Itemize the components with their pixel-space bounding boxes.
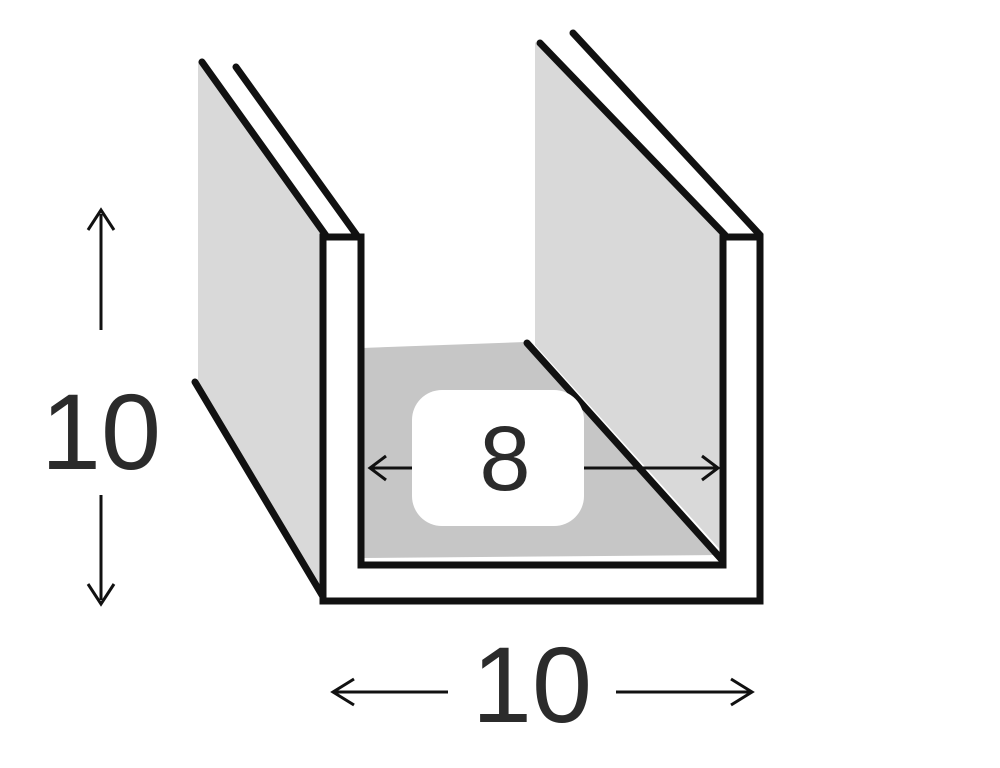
- right-wall-front-top-edge: [569, 29, 764, 239]
- right-wall-back-top-edge: [536, 39, 729, 239]
- left-wall-inner-top-edge: [232, 63, 362, 241]
- inner-width-arrow-left-head: [367, 454, 387, 482]
- right-wall-back-face: [535, 42, 725, 555]
- width-arrow-left-head: [330, 677, 355, 707]
- height-arrow-up-head: [86, 207, 116, 231]
- floor-diagonal-edge: [523, 339, 727, 565]
- left-wall-face: [198, 62, 325, 598]
- front-u-profile: [319, 233, 764, 605]
- width-label: 10: [472, 624, 592, 745]
- left-wall-outer-top-edge: [198, 58, 331, 241]
- inner-width-arrow-right-head: [701, 454, 721, 482]
- inner-width-label: 8: [479, 408, 530, 510]
- inner-width-label-box: [412, 390, 584, 526]
- height-label: 10: [41, 371, 161, 492]
- left-wall-bottom-edge: [191, 378, 329, 604]
- height-arrow-down-head: [86, 583, 116, 607]
- width-arrow-right-head: [730, 677, 755, 707]
